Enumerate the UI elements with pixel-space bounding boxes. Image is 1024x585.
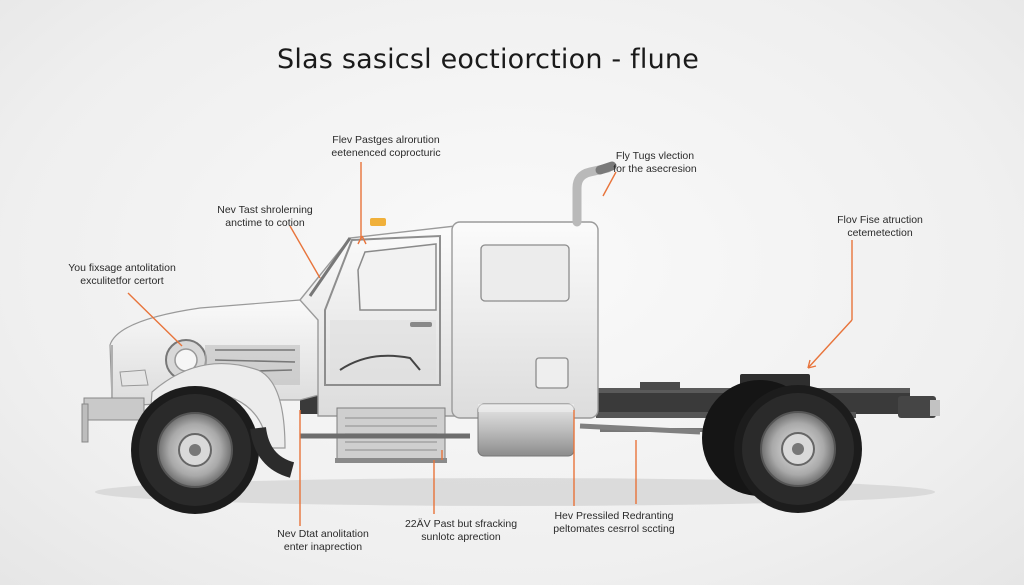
callout-top-left: Flev Pastges alrorution eetenenced copro… <box>316 134 456 160</box>
cab <box>299 218 456 417</box>
callout-line: Hev Pressiled Redranting <box>554 510 674 522</box>
callout-top-right: Fly Tugs vlection for the asecresion <box>590 150 720 176</box>
leader-line <box>807 319 853 369</box>
callout-right: Flov Fise atruction cetemetection <box>820 214 940 240</box>
ground-shadow <box>95 478 935 506</box>
callout-line: Nev Tast shrolerning <box>217 204 313 216</box>
callout-line: Flov Fise atruction <box>837 214 923 226</box>
callout-line: eetenenced coprocturic <box>331 147 441 159</box>
leader-line <box>807 359 817 369</box>
callout-line: enter inaprection <box>283 541 363 553</box>
callout-line: Nev Dtat anolitation <box>277 528 369 540</box>
callout-line: You fixsage antolitation <box>68 262 176 274</box>
leader-line <box>602 171 617 197</box>
exhaust-stack <box>572 161 617 227</box>
fuel-tank <box>477 403 575 457</box>
callout-bottom-right: Hev Pressiled Redranting peltomates cesr… <box>534 510 694 536</box>
leader-lines <box>127 162 853 526</box>
leader-line <box>357 235 367 245</box>
leader-line <box>127 292 183 347</box>
diagram-title: Slas sasicsl eoctiorction - flune <box>276 44 699 75</box>
rear-wheel <box>734 385 862 513</box>
callout-line: exculitetfor certort <box>80 275 164 287</box>
callout-line: Flev Pastges alrorution <box>332 134 440 146</box>
front-wheel <box>131 386 259 514</box>
door-handle <box>410 322 432 327</box>
callout-upper-left: Nev Tast shrolerning anctime to cotion <box>200 204 330 230</box>
sleeper <box>451 221 599 419</box>
callout-line: peltomates cesrrol sccting <box>553 523 675 535</box>
callout-line: sunlotc aprection <box>421 531 501 543</box>
leader-line <box>289 225 321 279</box>
callout-bottom-left: Nev Dtat anolitation enter inaprection <box>258 528 388 554</box>
callout-line: for the asecresion <box>613 163 697 175</box>
callout-line: 22ÄV Past but sfracking <box>404 518 518 530</box>
cab-window <box>357 243 437 311</box>
callout-line: cetemetection <box>847 227 913 239</box>
callout-line: anctime to cotion <box>225 217 305 229</box>
callout-left: You fixsage antolitation exculitetfor ce… <box>52 262 192 288</box>
callout-line: Fly Tugs vlection <box>615 150 695 162</box>
callout-bottom-mid: 22ÄV Past but sfracking sunlotc aprectio… <box>386 518 536 544</box>
